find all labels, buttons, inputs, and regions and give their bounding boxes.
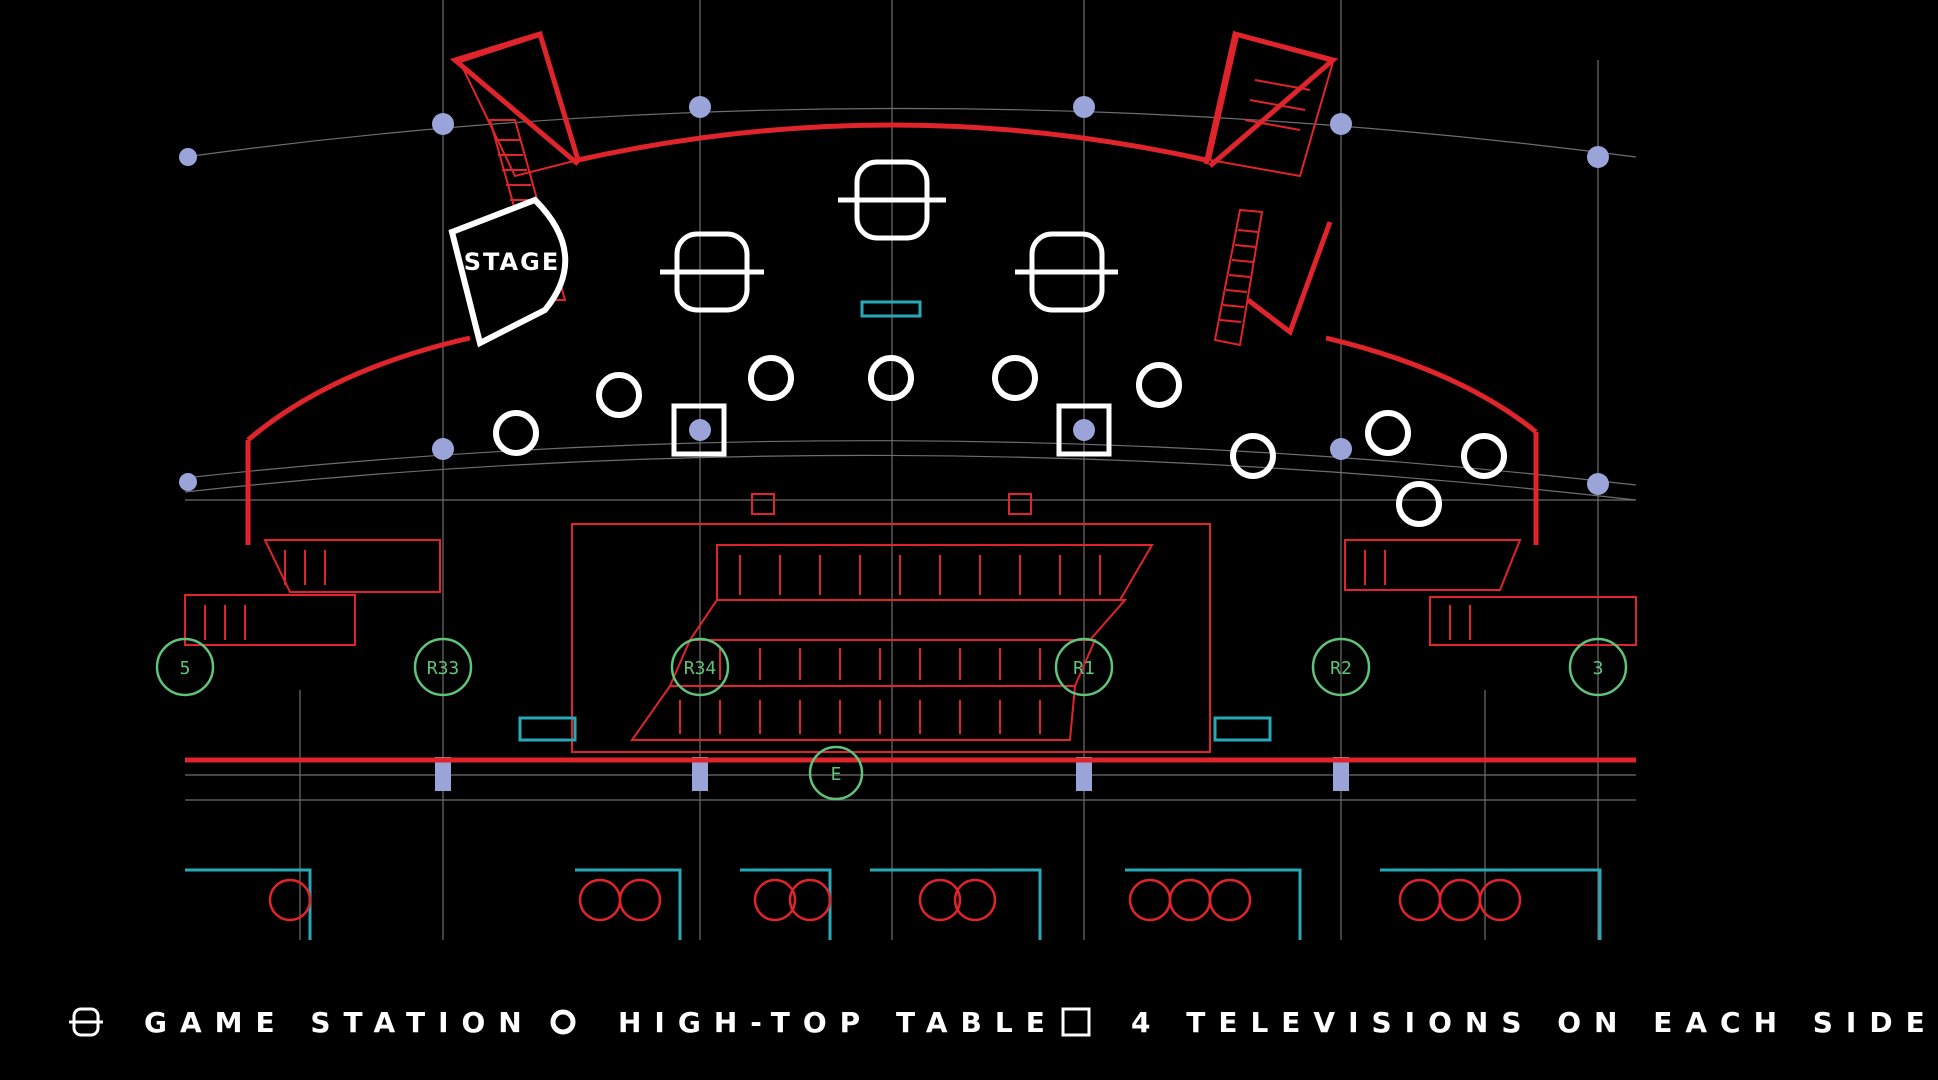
stairs-right xyxy=(1208,34,1335,347)
television-icon xyxy=(671,403,727,457)
high-top-table-icon xyxy=(1461,433,1507,479)
high-top-table-icon xyxy=(1365,410,1411,456)
high-top-table-icon xyxy=(493,410,539,456)
grid-tag-labels: 5 R33 R34 R1 R2 3 E xyxy=(180,658,1604,785)
legend: GAME STATION HIGH-TOP TABLE 4 TELEVISION… xyxy=(0,972,1925,1072)
legend-televisions-label: 4 TELEVISIONS ON EACH SIDE xyxy=(1131,1005,1938,1039)
grid-tag-r33: R33 xyxy=(427,658,460,679)
high-top-tables xyxy=(493,355,1507,527)
column-nodes xyxy=(179,96,1609,791)
grid-tag-r34: R34 xyxy=(684,658,717,679)
game-station-icon xyxy=(660,231,764,313)
high-top-table-icon xyxy=(596,372,642,418)
restroom-doors xyxy=(268,878,1522,922)
high-top-table-icon xyxy=(550,1009,576,1035)
high-top-table-icon xyxy=(1230,433,1276,479)
escalators xyxy=(184,493,1637,753)
grid-tag-r1: R1 xyxy=(1073,658,1095,679)
television-icon xyxy=(1061,1007,1091,1037)
legend-high-top-table: HIGH-TOP TABLE xyxy=(548,972,1058,1072)
game-stations xyxy=(660,159,1118,313)
restroom-fixtures xyxy=(185,300,1602,940)
grid-tag-5: 5 xyxy=(180,658,191,679)
grid-tag-r2: R2 xyxy=(1330,658,1352,679)
grid-tag-e: E xyxy=(831,764,842,785)
high-top-table-icon xyxy=(748,355,794,401)
stage: STAGE xyxy=(448,196,569,348)
grid-tag-3: 3 xyxy=(1593,658,1604,679)
legend-high-top-table-label: HIGH-TOP TABLE xyxy=(618,1005,1058,1039)
high-top-table-icon xyxy=(992,355,1038,401)
television-icon xyxy=(1056,403,1112,457)
stage-label: STAGE xyxy=(464,248,560,276)
legend-game-station: GAME STATION xyxy=(68,972,535,1072)
floor-plan: 5 R33 R34 R1 R2 3 E STAGE xyxy=(155,0,1637,940)
high-top-table-icon xyxy=(1136,362,1182,408)
televisions xyxy=(671,403,1112,457)
high-top-table-icon xyxy=(868,355,914,401)
walls xyxy=(185,30,1636,763)
game-station-icon xyxy=(1015,231,1118,313)
game-station-icon xyxy=(838,159,946,241)
game-station-icon xyxy=(69,1007,103,1037)
high-top-table-icon xyxy=(1396,481,1442,527)
legend-televisions: 4 TELEVISIONS ON EACH SIDE xyxy=(1061,972,1938,1072)
grid-lines xyxy=(184,0,1637,940)
grid-tag-circles xyxy=(155,637,1628,801)
legend-game-station-label: GAME STATION xyxy=(144,1005,535,1039)
